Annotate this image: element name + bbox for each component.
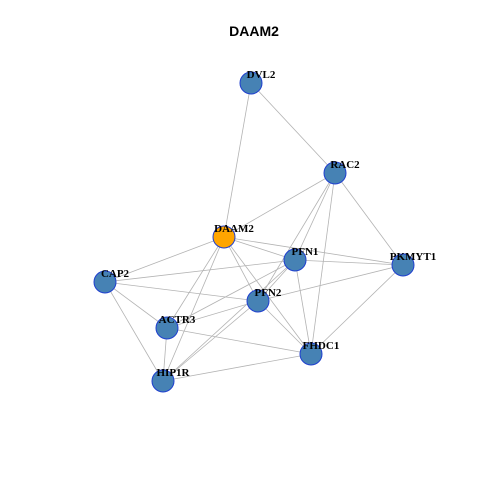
node-circle-fhdc1 [299, 342, 323, 366]
node-pfn2: PFN2 [246, 287, 282, 313]
edge-hip1r-fhdc1 [162, 353, 312, 382]
edge-rac2-pfn1 [294, 172, 336, 261]
edge-pfn2-actr3 [166, 300, 259, 329]
edge-dvl2-rac2 [250, 82, 336, 174]
edge-pfn2-hip1r [162, 300, 259, 382]
edge-pfn2-fhdc1 [257, 300, 312, 355]
node-cap2: CAP2 [93, 268, 130, 294]
edge-actr3-fhdc1 [166, 327, 312, 355]
node-circle-pfn2 [246, 289, 270, 313]
node-label-daam2: DAAM2 [214, 223, 254, 235]
node-label-dvl2: DVL2 [247, 69, 276, 81]
node-label-actr3: ACTR3 [159, 314, 196, 326]
node-hip1r: HIP1R [151, 367, 191, 393]
node-label-cap2: CAP2 [101, 268, 130, 280]
edge-cap2-hip1r [104, 281, 164, 382]
edge-rac2-pfn2 [257, 172, 336, 302]
edge-dvl2-daam2 [223, 82, 252, 238]
node-circle-actr3 [155, 316, 179, 340]
node-label-fhdc1: FHDC1 [303, 340, 340, 352]
node-circle-daam2 [212, 225, 236, 249]
edge-daam2-hip1r [162, 236, 225, 382]
node-circle-hip1r [151, 369, 175, 393]
node-circle-cap2 [93, 270, 117, 294]
node-label-pfn1: PFN1 [292, 246, 319, 258]
edge-pfn1-fhdc1 [294, 259, 312, 355]
edge-pkmyt1-fhdc1 [310, 264, 404, 355]
node-circle-pfn1 [283, 248, 307, 272]
node-daam2: DAAM2 [212, 223, 254, 249]
edges-layer [104, 82, 404, 382]
edge-cap2-pfn2 [104, 281, 259, 302]
edge-rac2-pkmyt1 [334, 172, 404, 266]
edge-pfn1-cap2 [104, 259, 296, 283]
edge-pfn1-actr3 [166, 259, 296, 329]
edge-rac2-daam2 [223, 172, 336, 238]
edge-rac2-fhdc1 [310, 172, 336, 355]
node-circle-rac2 [323, 161, 347, 185]
node-label-pkmyt1: PKMYT1 [390, 251, 436, 263]
node-pkmyt1: PKMYT1 [390, 251, 436, 277]
chart-title: DAAM2 [229, 23, 279, 39]
node-actr3: ACTR3 [155, 314, 196, 340]
edge-daam2-pkmyt1 [223, 236, 404, 266]
edge-daam2-cap2 [104, 236, 225, 283]
node-label-pfn2: PFN2 [255, 287, 282, 299]
node-label-rac2: RAC2 [330, 159, 360, 171]
node-dvl2: DVL2 [239, 69, 276, 95]
edge-daam2-actr3 [166, 236, 225, 329]
edge-daam2-pfn1 [223, 236, 296, 261]
edge-pfn1-hip1r [162, 259, 296, 382]
node-label-hip1r: HIP1R [157, 367, 191, 379]
node-circle-dvl2 [239, 71, 263, 95]
edge-pfn1-pkmyt1 [294, 259, 404, 266]
edge-daam2-pfn2 [223, 236, 259, 302]
edge-cap2-actr3 [104, 281, 168, 329]
edge-pkmyt1-pfn2 [257, 264, 404, 302]
node-pfn1: PFN1 [283, 246, 319, 272]
node-fhdc1: FHDC1 [299, 340, 340, 366]
node-circle-pkmyt1 [391, 253, 415, 277]
node-rac2: RAC2 [323, 159, 360, 185]
